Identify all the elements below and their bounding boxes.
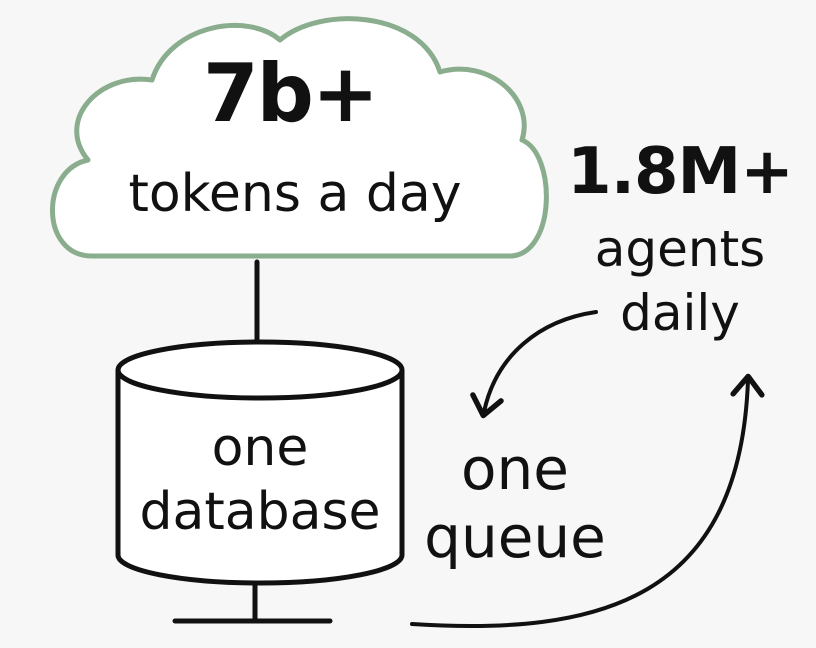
tokens-count-headline: 7b+: [203, 47, 379, 140]
queue-to-agents-arrow: [410, 373, 765, 628]
queue-label-line1: one: [461, 435, 569, 503]
agents-count-headline: 1.8M+: [567, 135, 794, 209]
agents-caption-line1: agents: [594, 220, 766, 278]
database-cylinder-top: [115, 339, 405, 401]
database-label-line1: one: [211, 418, 309, 478]
agents-to-queue-arrow: [470, 310, 598, 419]
agents-caption-line2: daily: [620, 284, 740, 342]
cloud-icon: [50, 16, 549, 259]
tokens-caption: tokens a day: [128, 164, 462, 224]
queue-label-line2: queue: [424, 503, 606, 571]
database-label-line2: database: [139, 482, 381, 542]
database-cylinder-body: [115, 370, 405, 586]
